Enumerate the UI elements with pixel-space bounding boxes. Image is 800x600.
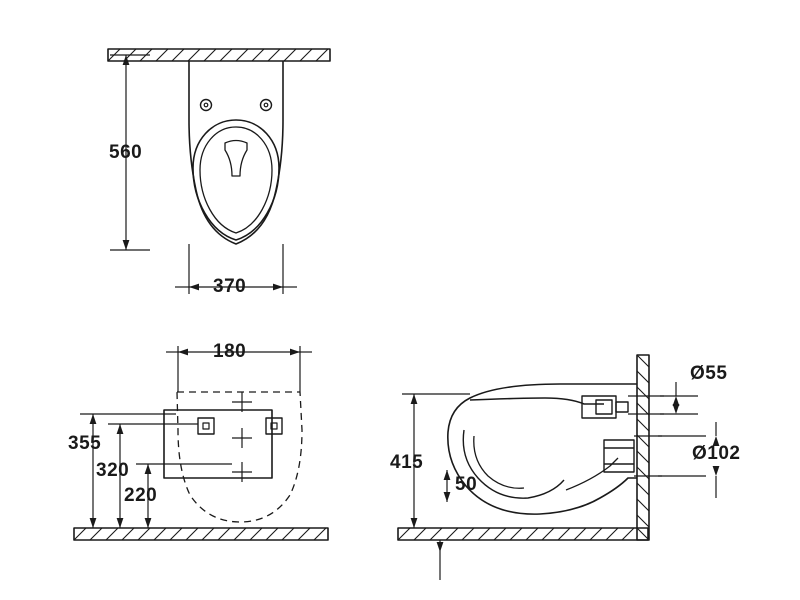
front-view-bolt-right — [265, 417, 283, 435]
dim-label-220: 220 — [124, 485, 158, 506]
side-view-skirt — [565, 457, 619, 491]
side-view-bowl-curve — [462, 429, 565, 499]
dim-floor-drop — [436, 540, 444, 580]
top-view-body-outline — [188, 61, 284, 245]
dim-label-d102: Ø102 — [692, 443, 741, 464]
dim-label-50: 50 — [455, 474, 478, 495]
dim-label-560: 560 — [109, 142, 143, 163]
dim-d55 — [628, 382, 698, 415]
dim-label-d55: Ø55 — [690, 363, 728, 384]
side-view-outlet-block — [581, 395, 629, 419]
top-view-bowl-opening — [199, 126, 273, 234]
side-view-bowl-curve-2 — [473, 435, 525, 489]
side-view-floor-hatch — [397, 527, 649, 541]
dim-label-415: 415 — [390, 452, 424, 473]
side-view-rim-line — [544, 397, 604, 405]
dim-220 — [136, 463, 232, 528]
dim-label-355: 355 — [68, 433, 102, 454]
front-view-centre-marks — [232, 392, 252, 482]
top-view-group — [107, 48, 331, 294]
dim-355 — [80, 413, 176, 528]
front-view-group — [73, 346, 329, 541]
dim-180 — [166, 346, 312, 392]
front-view-floor-hatch — [73, 527, 329, 541]
side-view-body-outline — [447, 383, 637, 515]
side-view-rim-line-2 — [469, 397, 546, 401]
top-view-seat-notch — [224, 139, 248, 177]
front-view-ceramic-outline — [176, 391, 303, 523]
dim-d102 — [634, 422, 720, 498]
side-view-group — [397, 354, 720, 580]
dim-label-370: 370 — [213, 276, 247, 297]
dim-320 — [108, 423, 198, 528]
side-view-waste-block — [603, 439, 635, 473]
dim-370 — [175, 244, 297, 294]
dim-415 — [402, 393, 470, 528]
top-view-fixing-hole-right — [259, 98, 273, 112]
dim-560 — [110, 54, 150, 251]
front-view-bolt-left — [197, 417, 215, 435]
top-view-seat-ring — [192, 119, 280, 241]
top-view-fixing-hole-left — [199, 98, 213, 112]
dim-label-320: 320 — [96, 460, 130, 481]
side-view-wall-hatch — [636, 354, 650, 541]
front-view-plate — [163, 409, 273, 479]
dim-label-180: 180 — [213, 341, 247, 362]
dim-50 — [443, 470, 451, 502]
